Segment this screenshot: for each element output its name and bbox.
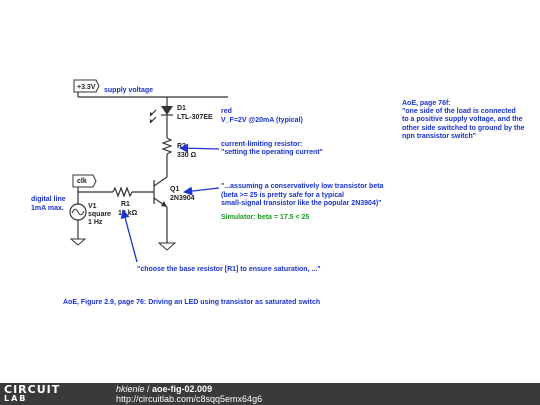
aoe-line3: other side switched to ground by the (402, 125, 525, 132)
supply-rail: +3.3V supply voltage (73, 79, 228, 98)
r1-note-arrow (120, 209, 138, 263)
q1-note-line3: small-signal transistor like the popular… (221, 200, 381, 207)
clk-tag: clk (77, 178, 87, 185)
q1-part: 2N3904 (170, 195, 195, 202)
v1-line1: square (88, 211, 111, 218)
figure-caption: AoE, Figure 2.9, page 76: Driving an LED… (63, 299, 320, 306)
circuit-schematic: +3.3V supply voltage D1 LTL-307EE red V_… (31, 79, 525, 306)
base-network: clk V1 square 1 Hz R1 10 kΩ (69, 174, 154, 246)
r2-note-line2: "setting the operating current" (221, 149, 323, 156)
r1-ref: R1 (121, 201, 130, 208)
led-d1: D1 LTL-307EE (149, 97, 213, 138)
r1-note: "choose the base resistor [R1] to ensure… (137, 266, 321, 273)
aoe-line2: to a positive supply voltage, and the (402, 116, 523, 123)
circuit-url[interactable]: http://circuitlab.com/c8sqq5emx64g6 (116, 394, 263, 404)
simulator-note: Simulator: beta = 17.5 < 25 (221, 214, 309, 221)
q1-note-line2: (beta >= 25 is pretty safe for a typical (221, 192, 344, 199)
aoe-title: AoE, page 76f: (402, 100, 451, 107)
footer-bar: CIRCUIT LAB hkienle / aoe-fig-02.009 htt… (0, 383, 540, 405)
transistor-q1: Q1 2N3904 (153, 176, 195, 251)
r1-value: 10 kΩ (118, 210, 138, 217)
q1-ref: Q1 (170, 186, 179, 193)
aoe-line4: npn transistor switch" (402, 133, 476, 140)
author-name[interactable]: hkienle (116, 384, 145, 394)
circuitlab-logo[interactable]: CIRCUIT LAB (4, 384, 90, 404)
footer-title: hkienle / aoe-fig-02.009 (116, 384, 212, 394)
resistor-r2: R2 330 Ω (161, 137, 197, 177)
aoe-line1: "one side of the load is connected (402, 108, 516, 115)
d1-part: LTL-307EE (177, 114, 213, 121)
r2-value: 330 Ω (177, 152, 197, 159)
circuit-name: aoe-fig-02.009 (152, 384, 213, 394)
d1-ref: D1 (177, 105, 186, 112)
logo-text-bottom: LAB (4, 394, 28, 403)
r2-ref: R2 (177, 143, 186, 150)
q1-note-line1: "...assuming a conservatively low transi… (221, 183, 384, 190)
q1-note-arrow (183, 186, 220, 196)
supply-tag: +3.3V (77, 84, 96, 91)
v1-line2: 1 Hz (88, 219, 103, 226)
supply-label: supply voltage (104, 87, 153, 94)
digital-line-label-1: digital line (31, 196, 66, 203)
title-separator: / (144, 384, 153, 394)
v1-ref: V1 (88, 203, 97, 210)
led-note-line1: red (221, 108, 232, 115)
led-note-line2: V_F=2V @20mA (typical) (221, 117, 303, 124)
digital-line-label-2: 1mA max. (31, 205, 64, 212)
r2-note-arrow (179, 143, 220, 153)
r2-note-line1: current-limiting resistor: (221, 141, 302, 148)
logo-text-top: CIRCUIT (4, 383, 61, 396)
